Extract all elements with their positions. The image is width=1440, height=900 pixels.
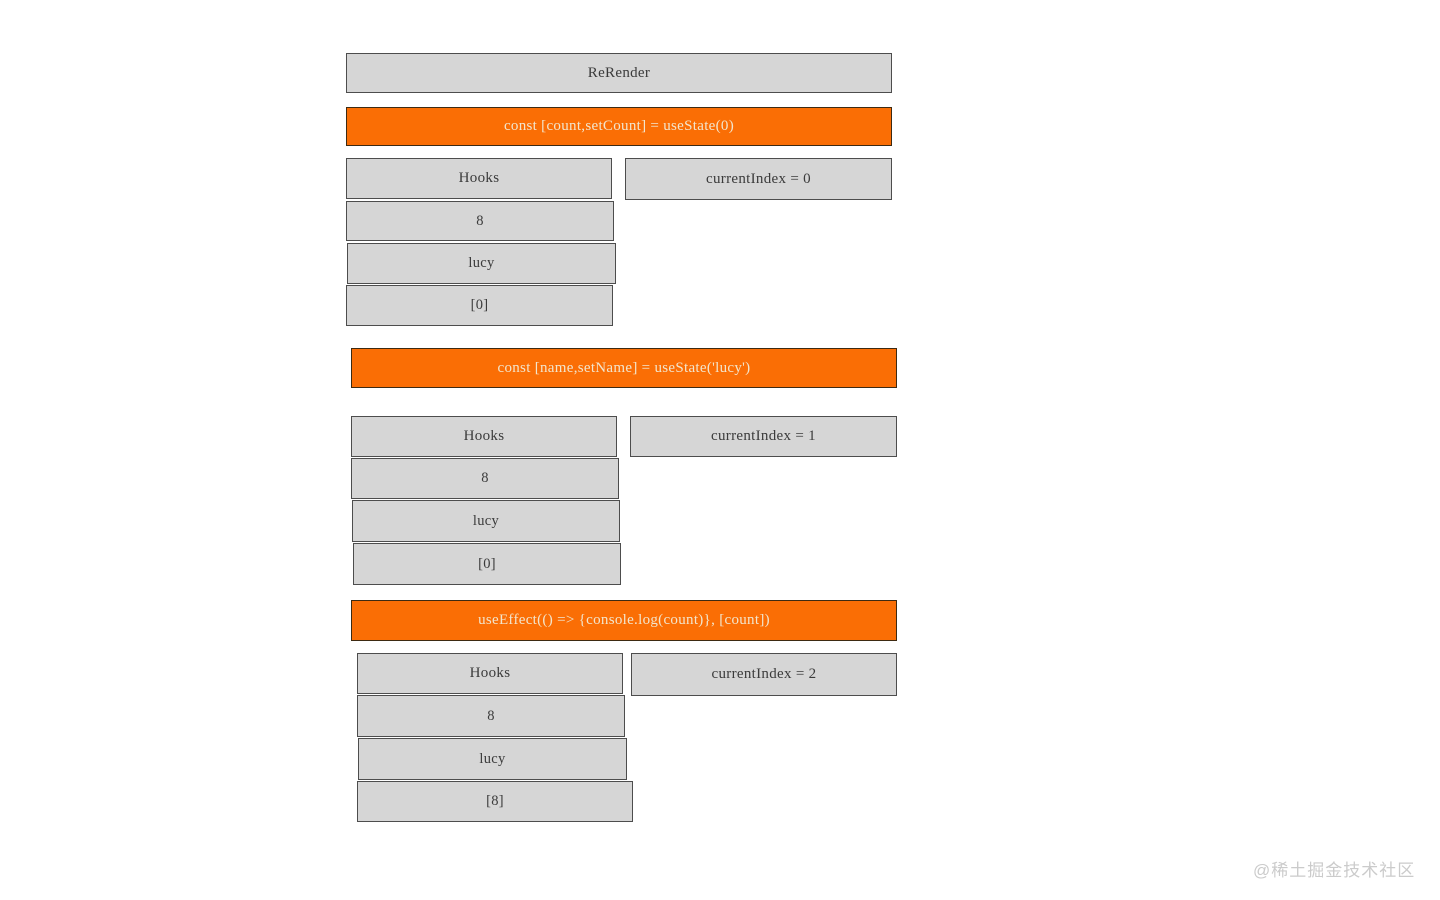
current-index-box: currentIndex = 1 <box>630 416 897 457</box>
code-box-usestate-name: const [name,setName] = useState('lucy') <box>351 348 897 388</box>
hooks-cell: 8 <box>351 458 619 499</box>
current-index-box: currentIndex = 2 <box>631 653 897 696</box>
code-box-useeffect: useEffect(() => {console.log(count)}, [c… <box>351 600 897 641</box>
hooks-cell: lucy <box>358 738 627 780</box>
hooks-header: Hooks <box>357 653 623 694</box>
hooks-header: Hooks <box>351 416 617 457</box>
hooks-cell: lucy <box>347 243 616 284</box>
rerender-title-box: ReRender <box>346 53 892 93</box>
hooks-cell: [8] <box>357 781 633 822</box>
hooks-cell: [0] <box>353 543 621 585</box>
hooks-cell: 8 <box>357 695 625 737</box>
juejin-watermark: @稀土掘金技术社区 <box>1253 861 1416 880</box>
hooks-cell: lucy <box>352 500 620 542</box>
hooks-cell: [0] <box>346 285 613 326</box>
hooks-cell: 8 <box>346 201 614 241</box>
hooks-header: Hooks <box>346 158 612 199</box>
code-box-usestate-count: const [count,setCount] = useState(0) <box>346 107 892 146</box>
current-index-box: currentIndex = 0 <box>625 158 892 200</box>
